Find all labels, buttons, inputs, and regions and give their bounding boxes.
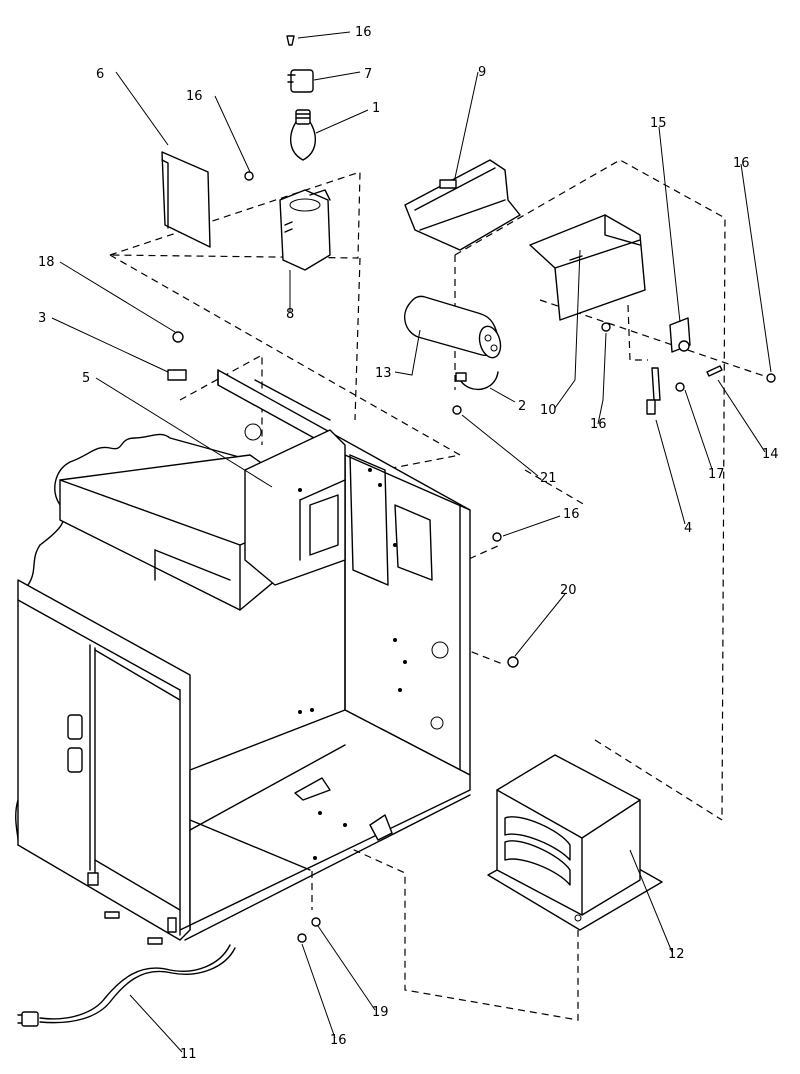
screw-16-middle (601, 322, 611, 332)
part-thermal-cutout (167, 331, 187, 381)
part-air-guide (404, 159, 521, 251)
part-capacitor-bracket (455, 371, 499, 391)
callout-16-lamp-cover: 16 (186, 89, 203, 104)
callout-21: 21 (540, 471, 557, 486)
part-power-cord (17, 944, 236, 1027)
callout-5: 5 (82, 371, 90, 386)
callout-16-top: 16 (355, 25, 372, 40)
callout-19: 19 (372, 1005, 389, 1020)
callout-16-middle: 16 (590, 417, 607, 432)
screw-16-bottom (297, 933, 307, 943)
callout-4: 4 (684, 521, 692, 536)
part-lamp-bulb (290, 109, 316, 161)
part-fuse (706, 365, 723, 377)
callout-1: 1 (372, 101, 380, 116)
callout-7: 7 (364, 67, 372, 82)
screw-16-side (492, 532, 502, 542)
part-switch (669, 317, 691, 353)
callout-12: 12 (668, 947, 685, 962)
part-capacitor (404, 295, 502, 359)
callout-14: 14 (762, 447, 779, 462)
callout-16-side: 16 (563, 507, 580, 522)
callout-6: 6 (96, 67, 104, 82)
cabinet-chassis (15, 369, 471, 945)
callout-20: 20 (560, 583, 577, 598)
screw-21 (452, 405, 462, 415)
callout-16-bottom: 16 (330, 1033, 347, 1048)
screw-16-right (766, 373, 776, 383)
callout-labels: 16 7 16 1 6 9 15 16 8 18 3 5 13 2 10 16 … (38, 25, 779, 1062)
callout-3: 3 (38, 311, 46, 326)
screw-20 (507, 656, 519, 668)
callout-10: 10 (540, 403, 557, 418)
part-screw-17 (675, 382, 685, 392)
callout-17: 17 (708, 467, 725, 482)
callout-9: 9 (478, 65, 486, 80)
callout-13: 13 (375, 366, 392, 381)
callout-11: 11 (180, 1047, 197, 1062)
leader-lines (51, 31, 772, 1053)
callout-18: 18 (38, 255, 55, 270)
part-diode (646, 367, 661, 415)
part-lamp-bracket (279, 189, 331, 271)
callout-16-right: 16 (733, 156, 750, 171)
screw-16-left (244, 171, 254, 181)
part-duct (529, 214, 646, 321)
callout-8: 8 (286, 307, 294, 322)
callout-2: 2 (518, 399, 526, 414)
screw-16-top (286, 35, 295, 46)
part-lamp-socket (287, 69, 314, 93)
callout-15: 15 (650, 116, 667, 131)
screw-19 (311, 917, 321, 927)
part-transformer (487, 754, 663, 931)
part-light-cover (161, 151, 211, 248)
